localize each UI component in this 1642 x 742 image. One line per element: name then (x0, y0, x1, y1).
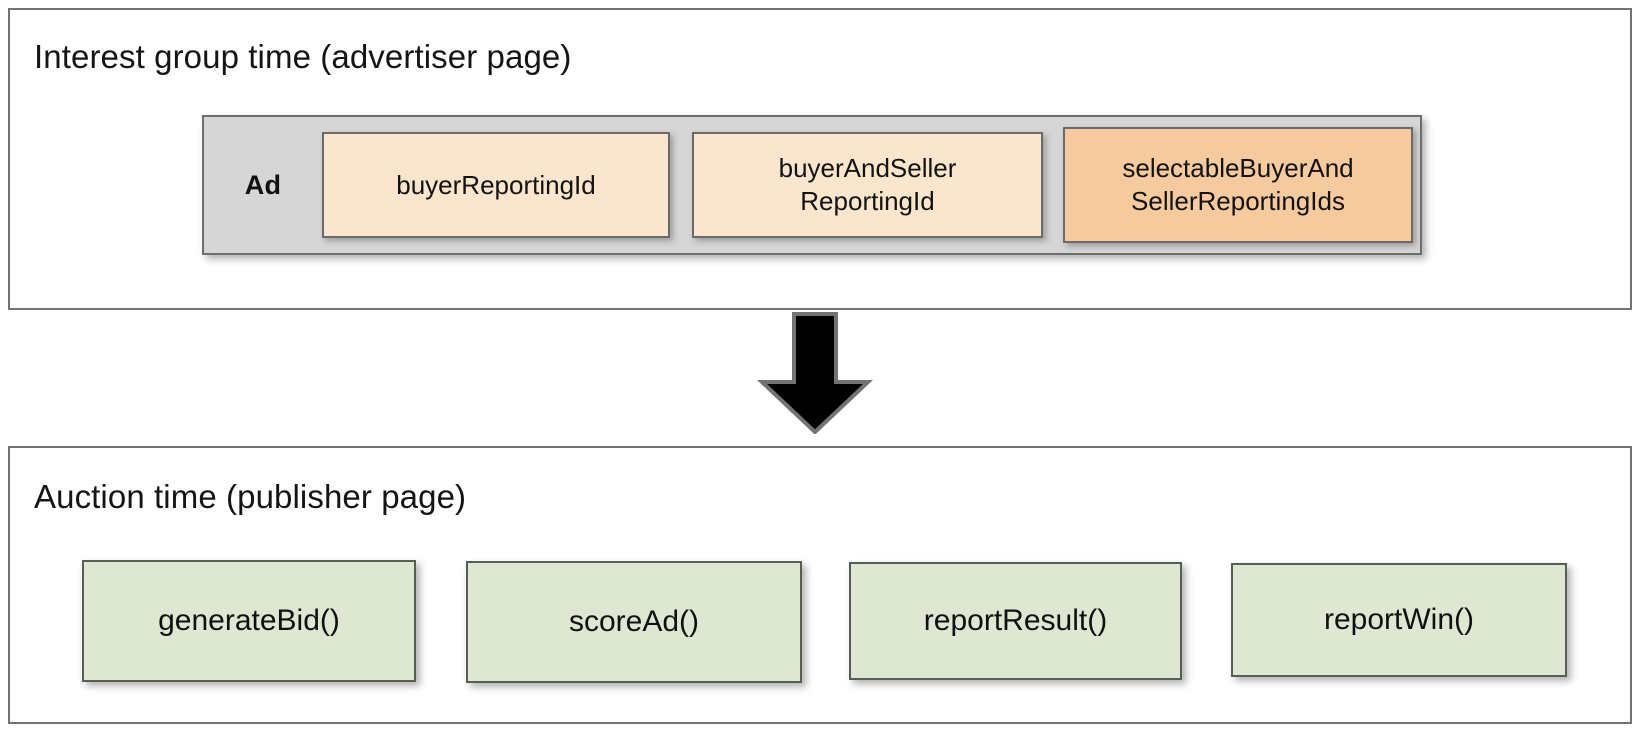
reporting-box-label-line2: SellerReportingIds (1131, 186, 1345, 216)
reporting-box-label-line1: selectableBuyerAnd (1122, 153, 1354, 183)
down-arrow-icon (756, 312, 874, 435)
reporting-box-label: buyerReportingId (396, 169, 596, 200)
ad-label: Ad (244, 169, 282, 200)
function-box-label: scoreAd() (568, 605, 700, 638)
section-title-publisher: Auction time (publisher page) (34, 478, 467, 515)
function-box-generate-bid: generateBid() (82, 560, 416, 682)
reporting-box-label: selectableBuyerAnd SellerReportingIds (1122, 152, 1353, 218)
section-title-advertiser: Interest group time (advertiser page) (34, 38, 572, 75)
reporting-box-label-line1: buyerAndSeller (778, 153, 957, 183)
reporting-box-buyer-and-seller-reporting-id: buyerAndSeller ReportingId (692, 132, 1043, 238)
reporting-box-selectable-buyer-and-seller-reporting-ids: selectableBuyerAnd SellerReportingIds (1063, 127, 1413, 243)
reporting-box-label-line2: ReportingId (800, 186, 935, 216)
reporting-box-buyer-reporting-id: buyerReportingId (322, 132, 670, 238)
function-box-report-result: reportResult() (849, 562, 1182, 680)
reporting-id-box-list: buyerReportingId buyerAndSeller Reportin… (322, 117, 1420, 253)
function-box-label: generateBid() (158, 604, 340, 637)
function-box-label: reportWin() (1323, 603, 1474, 636)
reporting-box-label: buyerAndSeller ReportingId (779, 152, 957, 218)
function-box-score-ad: scoreAd() (466, 561, 802, 683)
section-advertiser-page: Interest group time (advertiser page) Ad… (8, 8, 1632, 310)
ad-container: Ad buyerReportingId buyerAndSeller Repor… (202, 115, 1422, 255)
function-box-report-win: reportWin() (1231, 563, 1567, 677)
function-box-label: reportResult() (923, 604, 1108, 637)
